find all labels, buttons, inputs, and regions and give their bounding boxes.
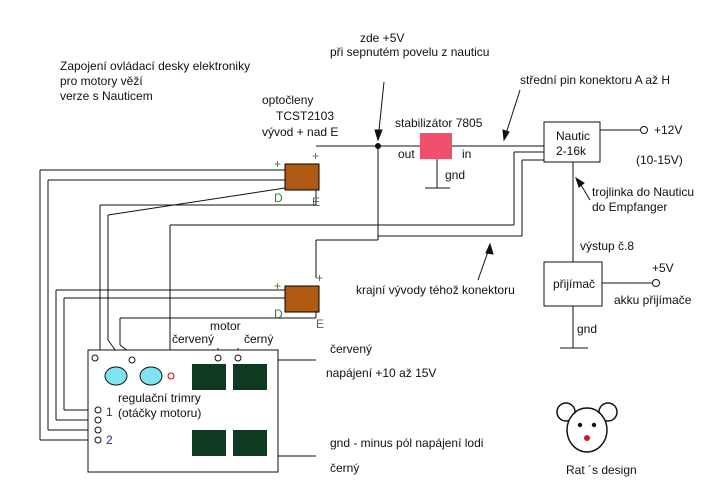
nautic-line-2: 2-16k xyxy=(556,144,587,158)
pointer-stredni-head xyxy=(502,129,510,142)
label-cerny-top: černý xyxy=(244,332,273,346)
board-pin-1b xyxy=(94,416,102,424)
trimmer-pin xyxy=(167,372,175,380)
label-trojlinka: trojlinka do Nauticu xyxy=(592,185,694,199)
intro-line-1: Zapojení ovládací desky elektroniky xyxy=(60,59,250,73)
opto2-e: E xyxy=(316,317,324,331)
board-pin-motor-black xyxy=(234,354,242,362)
opto1-d: D xyxy=(274,191,283,205)
board-pin xyxy=(91,354,99,362)
stabilizer-7805 xyxy=(420,133,452,159)
mosfet-4 xyxy=(233,430,267,456)
label-cerveny-right: červený xyxy=(330,342,372,356)
label-in: in xyxy=(462,147,471,161)
label-stredni-pin: střední pin konektoru A až H xyxy=(520,73,670,87)
pointers xyxy=(374,81,591,281)
label-cerveny-top: červený xyxy=(172,332,214,346)
prijimac-label: přijímač xyxy=(553,277,595,291)
opto2-plus-left: + xyxy=(274,279,281,293)
label-otacky: (otáčky motoru) xyxy=(118,406,201,420)
pointer-trojlinka-head xyxy=(575,176,585,188)
intro-line-2: pro motory věží xyxy=(60,74,143,88)
label-gnd-stab: gnd xyxy=(445,168,465,182)
rat-eye-left xyxy=(577,422,583,428)
pointer-krajni-head xyxy=(485,242,494,255)
label-cerny-bottom: černý xyxy=(330,461,359,475)
junction-dot xyxy=(375,143,381,149)
rat-logo xyxy=(556,402,618,453)
label-rat-design: Rat ´s design xyxy=(566,463,637,477)
label-range: (10-15V) xyxy=(636,153,683,167)
opto1-plus-left: + xyxy=(274,157,281,171)
board-pin-motor-red xyxy=(214,354,222,362)
label-tcst: TCST2103 xyxy=(276,109,334,123)
board-pins xyxy=(91,354,242,444)
label-pri-sepnutem: při sepnutém povelu z nauticu xyxy=(330,45,489,59)
terminals xyxy=(640,126,660,287)
label-krajni: krajní vývody téhož konektoru xyxy=(356,283,515,297)
rat-nose xyxy=(584,435,590,441)
label-stabilizator: stabilizátor 7805 xyxy=(395,116,483,130)
pointer-5v-head xyxy=(374,129,383,142)
intro-line-3: verze s Nauticem xyxy=(60,89,153,103)
optocoupler-1 xyxy=(284,163,320,191)
mosfet-2 xyxy=(233,364,267,390)
board-pin-2a xyxy=(94,426,102,434)
board-pin-2b xyxy=(94,436,102,444)
label-vyvod: vývod + nad E xyxy=(262,125,338,139)
board-pin xyxy=(128,356,136,364)
trimmer-1 xyxy=(104,366,128,386)
label-akku: akku přijímače xyxy=(614,293,692,307)
label-5v: +5V xyxy=(652,261,674,275)
wire-opto1-mid xyxy=(107,187,286,216)
label-pin1: 1 xyxy=(106,405,113,419)
label-12v: +12V xyxy=(654,123,682,137)
labels: Zapojení ovládací desky elektroniky pro … xyxy=(60,31,694,477)
label-pin2: 2 xyxy=(106,433,113,447)
opto1-e: E xyxy=(312,195,320,209)
label-vystup8: výstup č.8 xyxy=(580,239,634,253)
trimmer-2 xyxy=(139,366,163,386)
terminal-12v xyxy=(640,126,648,134)
opto2-plus-right: + xyxy=(316,271,323,285)
label-gnd-rx: gnd xyxy=(577,322,597,336)
mosfet-1 xyxy=(192,364,226,390)
rat-head xyxy=(566,407,608,453)
terminal-5v xyxy=(652,279,660,287)
label-zde-5v: zde +5V xyxy=(360,31,404,45)
opto2-d: D xyxy=(274,307,283,321)
nautic-line-1: Nautic xyxy=(556,129,590,143)
label-out: out xyxy=(398,147,415,161)
label-optocleny: optočleny xyxy=(262,93,313,107)
label-gnd-minus: gnd - minus pól napájení lodi xyxy=(330,436,483,450)
optocoupler-2 xyxy=(284,285,320,313)
mosfet-3 xyxy=(192,430,226,456)
label-regulacni: regulační trimry xyxy=(118,391,201,405)
nautic-box xyxy=(543,121,601,163)
opto1-plus-right: + xyxy=(312,149,319,163)
board-pin-1a xyxy=(94,406,102,414)
rat-eye-right xyxy=(591,422,597,428)
prijimac-box xyxy=(543,261,603,307)
label-do-empfanger: do Empfanger xyxy=(592,200,667,214)
label-motor: motor xyxy=(210,319,241,333)
label-napajeni: napájení +10 až 15V xyxy=(326,366,436,380)
